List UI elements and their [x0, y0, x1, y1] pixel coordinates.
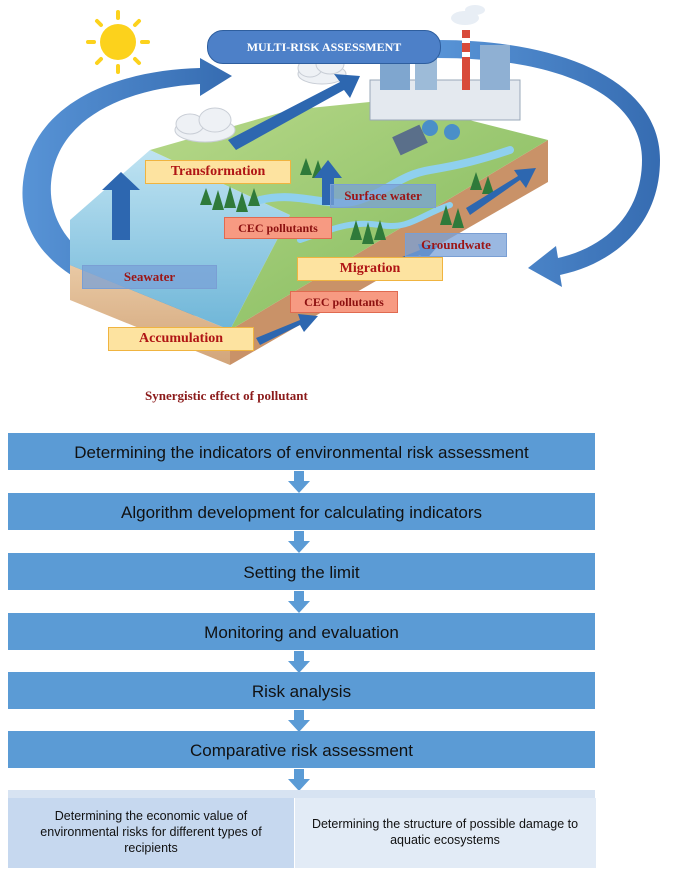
surface-water-label: Surface water — [330, 184, 436, 208]
down-arrow-icon — [288, 651, 310, 673]
forest-icon — [200, 158, 494, 244]
outcome-damage-structure-text: Determining the structure of possible da… — [311, 817, 579, 847]
step-6-comparative: Comparative risk assessment — [8, 731, 595, 768]
groundwater-label: Groundwate — [405, 233, 507, 257]
step-5-risk-analysis: Risk analysis — [8, 672, 595, 709]
down-arrow-icon — [288, 471, 310, 493]
seawater-label: Seawater — [82, 265, 217, 289]
down-arrow-icon — [288, 710, 310, 732]
synergistic-effect-caption: Synergistic effect of pollutant — [145, 388, 308, 403]
transformation-label: Transformation — [145, 160, 291, 184]
migration-label: Migration — [297, 257, 443, 281]
step-1-indicators: Determining the indicators of environmen… — [8, 433, 595, 470]
down-arrow-icon — [288, 769, 310, 791]
factory-icon — [369, 5, 521, 156]
down-arrow-icon — [288, 531, 310, 553]
outcome-economic-value-text: Determining the economic value of enviro… — [40, 809, 262, 855]
outcome-economic-value: Determining the economic value of enviro… — [8, 798, 294, 868]
multi-risk-assessment-banner: MULTI-RISK ASSESSMENT — [207, 30, 441, 64]
step-4-monitoring: Monitoring and evaluation — [8, 613, 595, 650]
cec-pollutants-label-lower: CEC pollutants — [290, 291, 398, 313]
cec-pollutants-label-upper: CEC pollutants — [224, 217, 332, 239]
outcomes-panel: Determining the economic value of enviro… — [8, 790, 596, 868]
land-surface — [150, 100, 548, 330]
sun-icon — [86, 10, 150, 74]
step-2-algorithm: Algorithm development for calculating in… — [8, 493, 595, 530]
step-3-limit: Setting the limit — [8, 553, 595, 590]
accumulation-label: Accumulation — [108, 327, 254, 351]
outcome-damage-structure: Determining the structure of possible da… — [294, 798, 596, 868]
down-arrow-icon — [288, 591, 310, 613]
